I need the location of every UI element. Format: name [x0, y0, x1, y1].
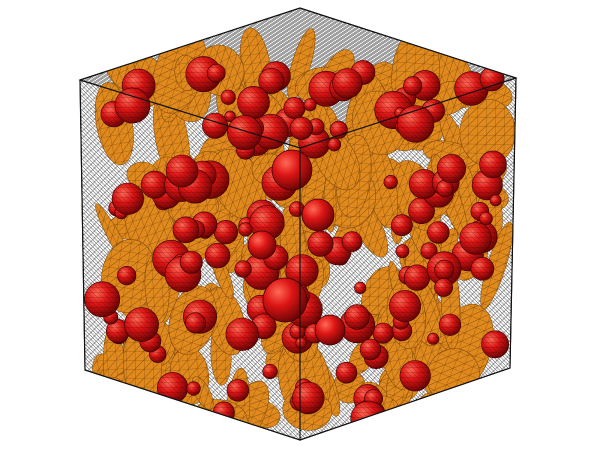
sphere-mesh-overlay [327, 138, 341, 152]
sphere-mesh-overlay [336, 362, 357, 384]
sphere-mesh-overlay [408, 197, 435, 224]
sphere-mesh-overlay [141, 171, 169, 199]
sphere-mesh-overlay [344, 304, 370, 330]
sphere-mesh-overlay [399, 360, 431, 392]
sphere-mesh-overlay [227, 115, 262, 150]
sphere-mesh-overlay [172, 216, 199, 243]
sphere-mesh-overlay [214, 220, 238, 244]
sphere-mesh-overlay [397, 105, 434, 143]
sphere-mesh-overlay [342, 231, 363, 252]
sphere-mesh-overlay [470, 257, 494, 281]
sphere-mesh-overlay [157, 372, 188, 404]
sphere-mesh-overlay [124, 307, 159, 342]
sphere-mesh-overlay [434, 260, 454, 280]
sphere-mesh-overlay [207, 64, 226, 83]
sphere-mesh-overlay [372, 323, 394, 344]
sphere-mesh-overlay [285, 254, 319, 288]
sphere-mesh-overlay [463, 382, 491, 410]
sphere-mesh-overlay [237, 86, 270, 119]
sphere-mesh-overlay [220, 90, 236, 105]
sphere-mesh-overlay [434, 278, 453, 297]
sphere-mesh-overlay [427, 333, 439, 345]
sphere-inclusion [247, 230, 277, 260]
sphere-inclusion [314, 314, 346, 346]
sphere-mesh-overlay [409, 169, 439, 199]
sphere-inclusion [463, 382, 491, 410]
sphere-mesh-overlay [238, 222, 253, 237]
sphere-mesh-overlay [205, 243, 231, 268]
sphere-mesh-overlay [106, 319, 130, 343]
sphere-mesh-overlay [404, 264, 430, 291]
sphere-mesh-overlay [427, 221, 450, 244]
sphere-mesh-overlay [185, 312, 206, 334]
sphere-inclusion [262, 277, 308, 323]
sphere-mesh-overlay [479, 150, 507, 178]
sphere-mesh-overlay [290, 117, 313, 140]
network-ligament [111, 390, 147, 440]
sphere-mesh-overlay [360, 339, 381, 360]
sphere-mesh-overlay [224, 110, 236, 122]
sphere-mesh-overlay [481, 330, 509, 358]
sphere-mesh-overlay [262, 364, 278, 379]
sphere-mesh-overlay [292, 382, 325, 414]
sphere-mesh-overlay [479, 212, 493, 225]
sphere-mesh-overlay [395, 244, 409, 258]
sphere-mesh-overlay [258, 68, 284, 94]
sphere-mesh-overlay [350, 401, 386, 436]
cube-edges [79, 7, 517, 441]
sphere-mesh-overlay [303, 98, 317, 112]
sphere-mesh-overlay [403, 76, 423, 96]
sphere-mesh-overlay [436, 180, 454, 197]
sphere-mesh-overlay [383, 175, 398, 189]
sphere-mesh-overlay [283, 97, 306, 119]
sphere-mesh-overlay [295, 337, 307, 349]
sphere-mesh-overlay [420, 242, 438, 260]
network-ligament [80, 387, 137, 438]
sphere-mesh-overlay [114, 87, 151, 124]
network-ligament [122, 389, 140, 416]
sphere-mesh-overlay [307, 231, 334, 257]
sphere-mesh-overlay [227, 379, 249, 402]
sphere-mesh-overlay [186, 381, 201, 396]
sphere-inclusion [301, 198, 335, 232]
sphere-mesh-overlay [84, 281, 120, 317]
sphere-mesh-overlay [202, 113, 228, 139]
sphere-mesh-overlay [225, 318, 259, 351]
sphere-mesh-overlay [391, 214, 413, 236]
sphere-mesh-overlay [180, 251, 203, 274]
sphere-mesh-overlay [482, 384, 501, 402]
sphere-mesh-overlay [332, 68, 363, 99]
sphere-mesh-overlay [459, 222, 492, 255]
sphere-mesh-overlay [437, 154, 466, 183]
sphere-mesh-overlay [389, 290, 421, 322]
sphere-inclusion [271, 149, 313, 191]
sphere-mesh-overlay [117, 266, 136, 285]
sphere-mesh-overlay [234, 260, 252, 278]
sphere-mesh-overlay [166, 155, 198, 187]
sphere-mesh-overlay [354, 282, 367, 294]
sphere-mesh-overlay [289, 323, 306, 340]
sphere-inclusion [482, 383, 501, 402]
sphere-mesh-overlay [112, 183, 144, 215]
sphere-mesh-overlay [490, 194, 502, 206]
inclusion-network [80, 27, 516, 440]
sphere-mesh-overlay [439, 314, 461, 336]
